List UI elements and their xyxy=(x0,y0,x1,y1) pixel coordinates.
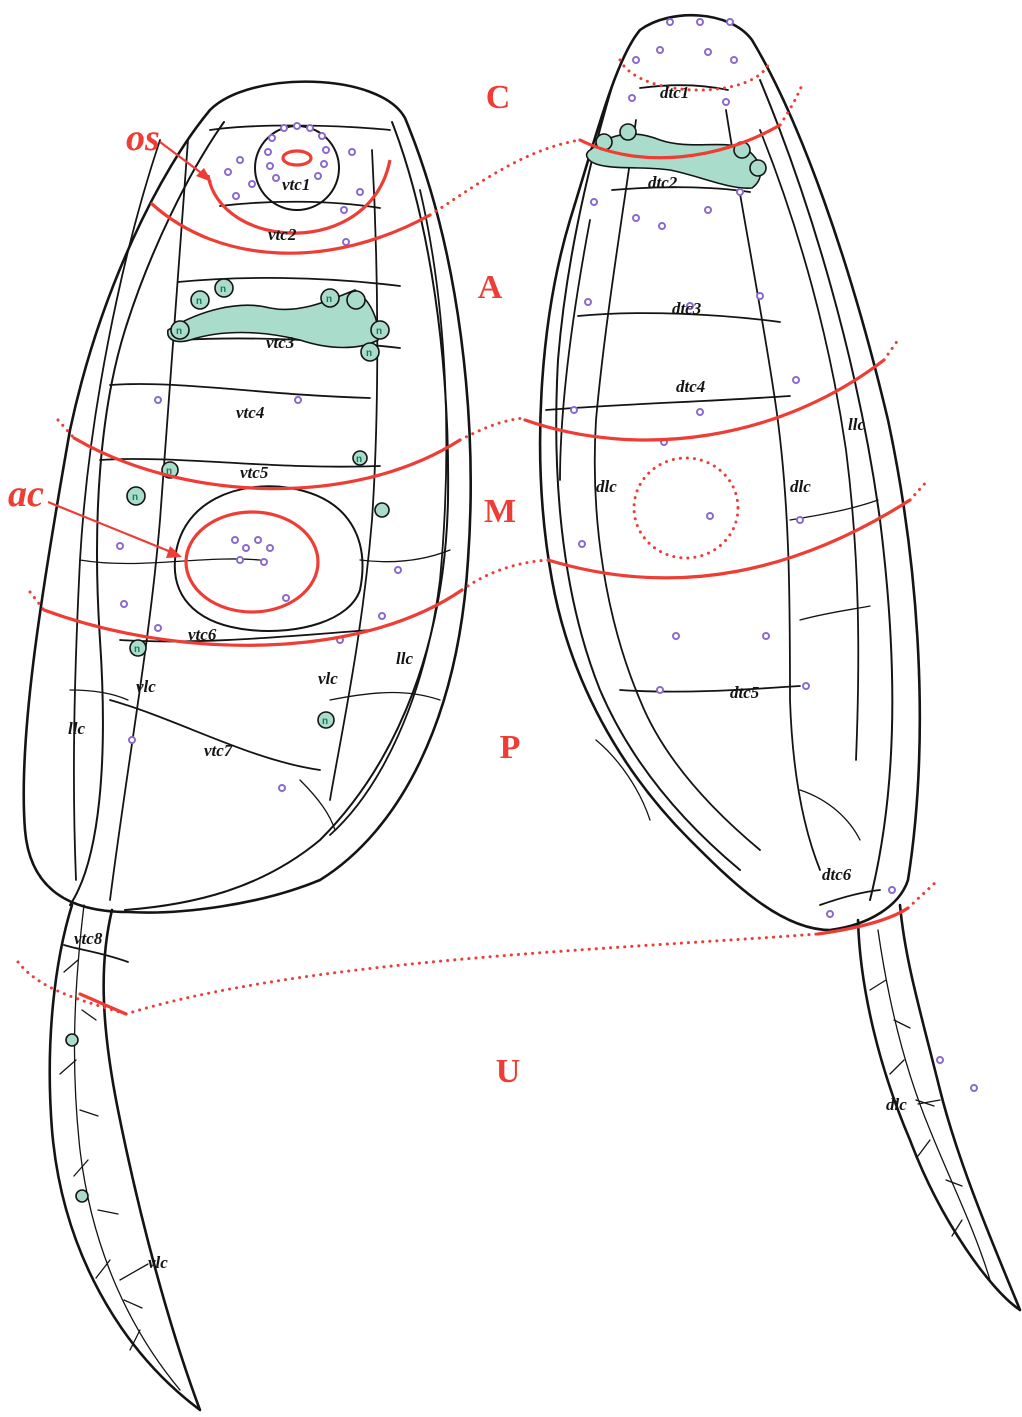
dtc5-canal xyxy=(620,686,800,692)
acetabulum-ring xyxy=(186,512,318,612)
dorsal-acetabulum-projection xyxy=(634,458,738,558)
am-dorsal-dotted-tip xyxy=(58,340,898,438)
dorsal-tail xyxy=(858,905,1020,1310)
dlc-label-tail: dlc xyxy=(886,1095,907,1114)
dlc-label-right: dlc xyxy=(790,477,811,496)
ac-arrow xyxy=(48,502,176,554)
vlc-left-canal xyxy=(110,140,188,900)
llc-label-right: llc xyxy=(396,649,413,668)
ventral-body-outline xyxy=(24,82,471,913)
dorsal-view xyxy=(540,15,1020,1310)
vtc8-label: vtc8 xyxy=(74,929,103,948)
zone-boundaries xyxy=(18,60,936,1014)
dtc3-label: dtc3 xyxy=(672,299,702,318)
pu-boundary-connector xyxy=(126,934,818,1014)
n-label: n xyxy=(132,492,138,503)
nephridial-cell xyxy=(375,503,389,517)
n-label: n xyxy=(366,348,372,359)
region-u-label: U xyxy=(496,1053,521,1090)
n-label: n xyxy=(326,294,332,305)
dlc-label-left: dlc xyxy=(596,477,617,496)
vlc-label-left: vlc xyxy=(136,677,156,696)
mp-boundary-connector xyxy=(462,560,548,590)
vtc4-canal xyxy=(110,384,370,398)
ca-boundary-connector xyxy=(430,140,580,215)
region-p-label: P xyxy=(500,729,521,766)
n-label: n xyxy=(322,716,328,727)
n-label: n xyxy=(376,326,382,337)
pu-dorsal-dotted-tip xyxy=(908,882,936,908)
n-label: n xyxy=(196,296,202,307)
oral-opening xyxy=(283,151,311,165)
region-labels: C A M P U xyxy=(478,79,521,1090)
nephridial-labels: n n n n n n n n n n n xyxy=(132,284,382,727)
dtc4-canal xyxy=(546,396,790,410)
vlc-label-tail: vlc xyxy=(148,1253,168,1272)
ventral-inner-margin xyxy=(70,122,224,905)
llc-dorsal-canal xyxy=(760,130,858,760)
dorsal-tail-branches xyxy=(870,980,962,1236)
n-label: n xyxy=(356,454,362,465)
structure-labels: os ac xyxy=(8,117,160,515)
region-m-label: M xyxy=(484,493,516,530)
vlc-label-right: vlc xyxy=(318,669,338,688)
vtc3-label: vtc3 xyxy=(266,333,295,352)
dtc2-canal xyxy=(612,187,750,192)
dtc2-label: dtc2 xyxy=(648,173,678,192)
nephridial-cell xyxy=(76,1190,88,1202)
tail-canal-branches xyxy=(60,960,142,1350)
n-label: n xyxy=(134,644,140,655)
dtc6-label: dtc6 xyxy=(822,865,852,884)
dlc-outer-left-canal xyxy=(560,220,590,480)
vlc-tail-leader xyxy=(120,1264,148,1280)
vtc1-label: vtc1 xyxy=(282,175,310,194)
tail-canal-main xyxy=(74,905,180,1390)
mp-dorsal-dotted-tip xyxy=(30,480,928,610)
region-a-label: A xyxy=(478,269,503,306)
region-c-label: C xyxy=(486,79,511,116)
dtc5-label: dtc5 xyxy=(730,683,760,702)
dlc-left-canal xyxy=(595,120,760,850)
vtc2-canal xyxy=(220,202,380,208)
vtc3-canal xyxy=(178,278,400,286)
dorsal-cross-canals xyxy=(596,500,878,840)
ventral-tail xyxy=(50,905,200,1410)
ventral-view: n n n n n n n n n n n xyxy=(24,82,471,1410)
dtc1-label: dtc1 xyxy=(660,83,689,102)
vtc4-label: vtc4 xyxy=(236,403,264,422)
llc-left-canal xyxy=(74,140,160,880)
dtc4-label: dtc4 xyxy=(676,377,705,396)
mp-boundary-ventral xyxy=(44,590,462,645)
nephridial-cell xyxy=(750,160,766,176)
ac-label: ac xyxy=(8,473,44,515)
dorsal-inner-margin-left xyxy=(556,80,740,870)
os-label: os xyxy=(126,117,160,159)
vtc5-label: vtc5 xyxy=(240,463,269,482)
n-label: n xyxy=(176,326,182,337)
vtc6-label: vtc6 xyxy=(188,625,217,644)
dorsal-sensilla xyxy=(571,19,977,1091)
vtc7-label: vtc7 xyxy=(204,741,234,760)
llc-label-left: llc xyxy=(68,719,85,738)
ac-arrowhead xyxy=(166,546,182,558)
llc-label-dorsal: llc xyxy=(848,415,865,434)
ventral-cross-canals xyxy=(70,550,450,830)
dorsal-canal-labels: dtc1 dtc2 dtc3 dtc4 dtc5 dtc6 dlc dlc dl… xyxy=(120,83,940,1280)
nephridial-cell xyxy=(66,1034,78,1046)
nephridial-cell xyxy=(620,124,636,140)
vtc2-label: vtc2 xyxy=(268,225,297,244)
nephridial-cell xyxy=(347,291,365,309)
n-label: n xyxy=(220,284,226,295)
